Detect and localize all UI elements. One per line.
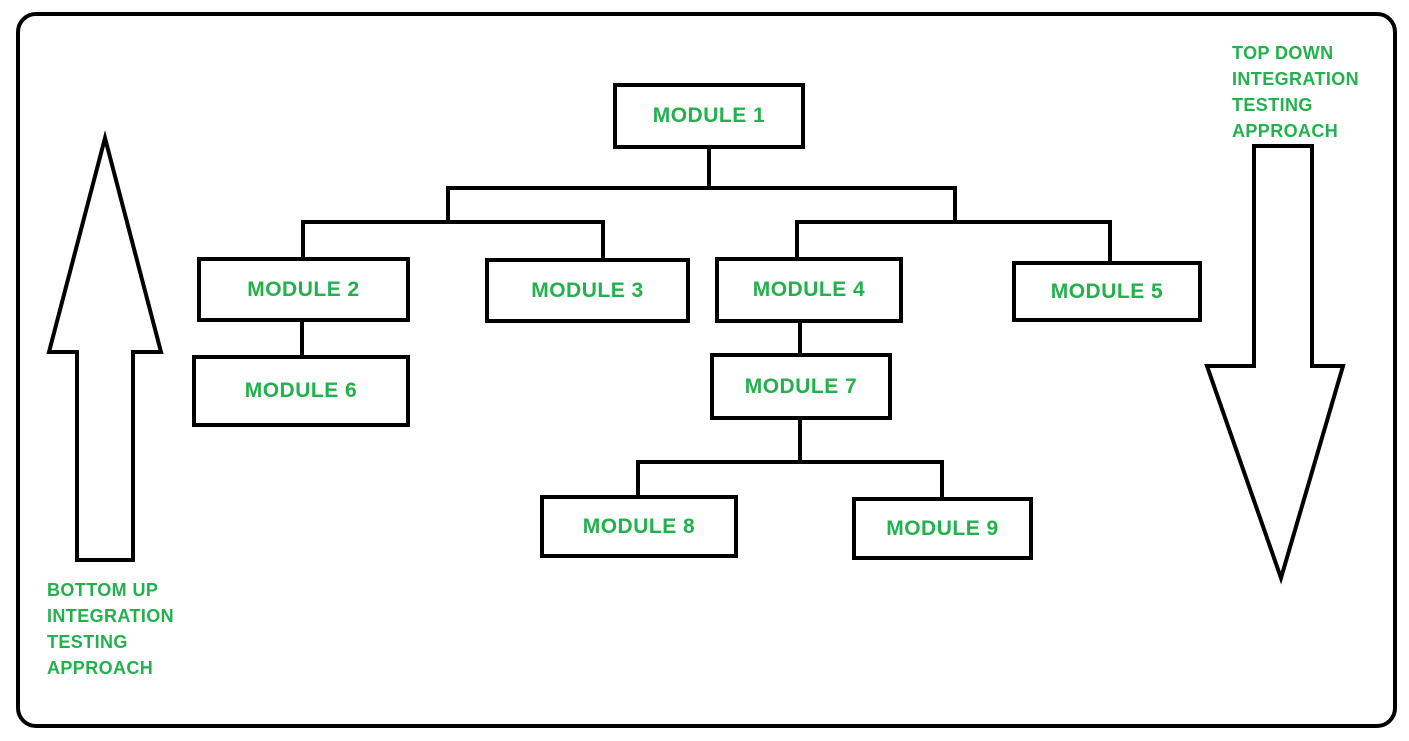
module-box-6: MODULE 6 <box>192 355 410 427</box>
connector-line <box>300 321 304 357</box>
bottom-up-approach-label: BOTTOM UP INTEGRATION TESTING APPROACH <box>47 577 174 681</box>
connector-line <box>636 460 640 498</box>
module-box-3: MODULE 3 <box>485 258 690 323</box>
label-line: APPROACH <box>47 658 154 678</box>
bottom-up-arrow-icon <box>46 130 164 562</box>
connector-line <box>798 321 802 355</box>
module-box-5: MODULE 5 <box>1012 261 1202 322</box>
module-label: MODULE 7 <box>744 374 858 398</box>
module-box-1: MODULE 1 <box>613 83 805 149</box>
top-down-arrow-icon <box>1204 144 1346 585</box>
connector-line <box>940 460 944 500</box>
module-box-2: MODULE 2 <box>197 257 410 322</box>
module-box-7: MODULE 7 <box>710 353 892 420</box>
connector-line <box>446 186 450 224</box>
connector-line <box>798 419 802 462</box>
module-label: MODULE 4 <box>752 278 866 301</box>
connector-line <box>601 220 605 261</box>
label-line: BOTTOM UP <box>47 580 159 600</box>
connector-line <box>1108 220 1112 264</box>
connector-line <box>446 186 957 190</box>
connector-line <box>301 220 605 224</box>
connector-line <box>301 220 305 260</box>
connector-line <box>953 186 957 224</box>
connector-line <box>636 460 944 464</box>
module-box-9: MODULE 9 <box>852 497 1033 560</box>
module-label: MODULE 9 <box>886 516 999 540</box>
module-label: MODULE 6 <box>244 379 358 402</box>
connector-line <box>795 220 799 260</box>
label-line: INTEGRATION <box>1232 69 1360 89</box>
label-line: APPROACH <box>1232 121 1339 141</box>
module-label: MODULE 3 <box>531 278 644 302</box>
label-line: TOP DOWN <box>1232 43 1334 63</box>
label-line: INTEGRATION <box>47 606 175 626</box>
label-line: TESTING <box>1232 95 1313 115</box>
canvas-border <box>16 12 1397 728</box>
module-label: MODULE 8 <box>582 514 696 538</box>
module-label: MODULE 5 <box>1050 279 1164 303</box>
module-label: MODULE 2 <box>247 277 360 301</box>
module-box-4: MODULE 4 <box>715 257 903 323</box>
module-box-8: MODULE 8 <box>540 495 738 558</box>
module-label: MODULE 1 <box>652 104 766 127</box>
top-down-approach-label: TOP DOWN INTEGRATION TESTING APPROACH <box>1232 40 1359 144</box>
connector-line <box>707 149 711 188</box>
connector-line <box>795 220 1112 224</box>
label-line: TESTING <box>47 632 128 652</box>
